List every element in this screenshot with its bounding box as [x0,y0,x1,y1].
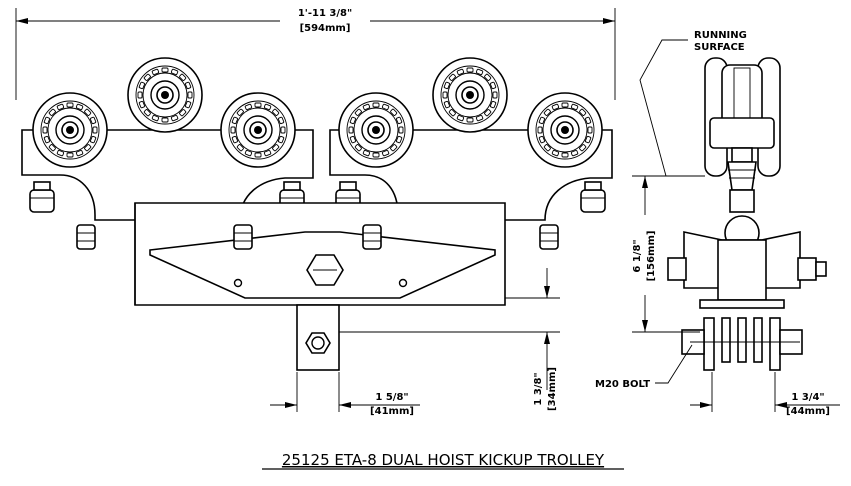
plate-width-metric: [41mm] [370,406,414,417]
plate-drop-imperial: 1 3/8" [533,372,544,405]
bolt-label: M20 BOLT [595,379,650,390]
front-view [15,8,616,412]
side-width-imperial: 1 3/4" [791,392,824,403]
plate-width-imperial: 1 5/8" [375,392,408,403]
side-view [632,39,840,412]
running-surface-label-2: SURFACE [694,42,745,53]
overall-length-imperial: 1'-11 3/8" [298,8,352,19]
running-surface-label-1: RUNNING [694,30,747,41]
drawing-title: 25125 ETA-8 DUAL HOIST KICKUP TROLLEY [282,451,605,469]
side-width-metric: [44mm] [786,406,830,417]
height-imperial: 6 1/8" [632,239,643,272]
height-metric: [156mm] [646,231,657,282]
overall-length-metric: [594mm] [300,23,351,34]
plate-drop-metric: [34mm] [547,367,558,411]
